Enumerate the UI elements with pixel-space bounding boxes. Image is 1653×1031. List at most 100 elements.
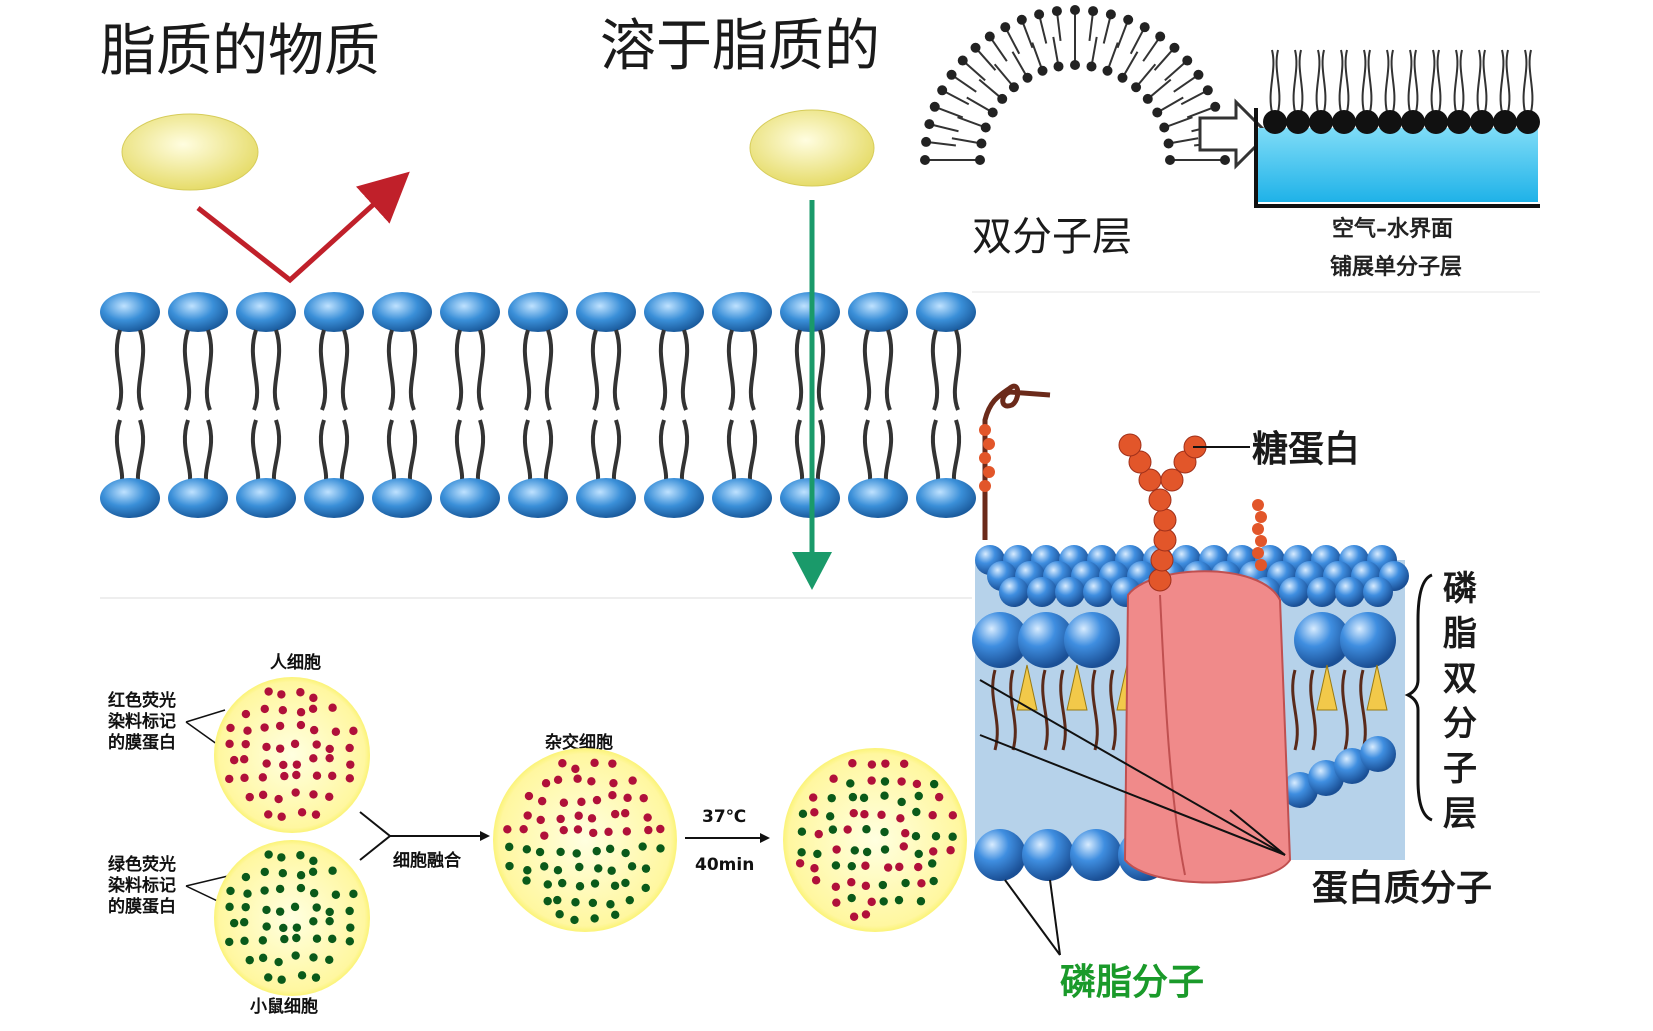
vesicle-head	[1182, 55, 1193, 66]
protein-dot	[914, 849, 923, 859]
protein-dot	[620, 809, 630, 818]
protein-dot	[239, 755, 249, 764]
protein-dot	[553, 895, 562, 905]
label-bilayer: 双分子层	[972, 214, 1132, 260]
vesicle-head	[1051, 6, 1062, 17]
mouse-cell	[214, 840, 370, 996]
carbohydrate-chain-left	[982, 383, 1051, 540]
protein-dot	[226, 886, 235, 896]
phospholipid-head-back	[1363, 577, 1393, 607]
protein-dot	[862, 825, 871, 834]
panel-monolayer: 双分子层 空气–水界面 铺展单分子层	[920, 5, 1540, 293]
protein-dot	[828, 825, 838, 834]
protein-dot	[929, 779, 939, 789]
protein-dot	[308, 867, 318, 876]
vesicle-tail	[1135, 63, 1157, 88]
lipid-head-bottom	[508, 478, 568, 518]
protein-dot	[587, 777, 596, 786]
protein-dot	[311, 973, 321, 982]
vesicle-head	[1000, 22, 1011, 33]
protein-dot	[226, 723, 235, 733]
protein-dot	[814, 829, 823, 839]
protein-dot	[292, 933, 301, 943]
human-cell-dots	[225, 687, 358, 821]
protein-dot	[275, 721, 285, 731]
cholesterol	[1066, 664, 1088, 711]
protein-dot	[523, 811, 532, 820]
human-cell	[214, 677, 370, 833]
protein-dot	[262, 905, 271, 915]
protein-dot	[331, 890, 341, 899]
lipid-tail-top	[862, 329, 872, 411]
monolayer-head	[1355, 110, 1379, 134]
protein-dot	[880, 777, 890, 786]
protein-dot	[345, 906, 354, 916]
protein-dot	[556, 847, 565, 857]
protein-dot	[948, 811, 958, 820]
protein-dot	[346, 923, 355, 932]
lipid-head-top	[440, 292, 500, 332]
red-label-2: 染料标记	[108, 711, 176, 732]
protein-dot	[621, 848, 630, 858]
phospholipid-head-back	[1335, 577, 1365, 607]
pointer-protein-c	[1229, 809, 1286, 856]
protein-dot	[946, 846, 955, 855]
protein-dot	[275, 884, 285, 894]
protein-dot	[588, 898, 598, 908]
lipid-tail-top	[386, 329, 396, 411]
protein-dot	[808, 793, 818, 802]
protein-dot	[277, 975, 286, 984]
label-hybrid-cell: 杂交细胞	[545, 732, 613, 753]
protein-dot	[297, 971, 307, 980]
vesicle-head	[957, 55, 968, 66]
protein-dot	[912, 807, 921, 817]
protein-dot	[880, 791, 889, 800]
label-protein: 蛋白质分子	[1312, 868, 1492, 909]
lipid-head-top	[916, 292, 976, 332]
protein-dot	[260, 723, 269, 732]
protein-dot	[848, 792, 858, 802]
protein-dot	[895, 862, 904, 872]
lipid-tail-top	[658, 329, 668, 411]
lipid-head-bottom	[100, 478, 160, 518]
lipid-tail-top	[590, 329, 600, 411]
monolayer-tail	[1528, 49, 1534, 113]
protein-dot	[262, 922, 271, 931]
protein-dot	[594, 864, 603, 873]
monolayer-tail	[1459, 49, 1465, 113]
label-time: 40min	[695, 855, 754, 875]
vesicle-head	[980, 122, 991, 133]
monolayer-tail	[1430, 49, 1436, 113]
label-fusion: 细胞融合	[393, 850, 462, 871]
sugar-bead-small	[1255, 535, 1267, 547]
protein-dot	[627, 862, 637, 871]
protein-dot	[827, 793, 836, 803]
sugar-bead-small	[1252, 499, 1264, 511]
protein-dot	[608, 759, 617, 768]
protein-dot	[296, 720, 306, 730]
protein-dot	[929, 847, 938, 856]
protein-dot	[607, 866, 616, 875]
lipid-head-top	[848, 292, 908, 332]
protein-dot	[225, 739, 234, 749]
protein-dot	[325, 744, 334, 754]
sugar-bead-small	[1252, 523, 1264, 535]
phospholipid-head-back	[1027, 577, 1057, 607]
protein-dot	[928, 859, 937, 868]
vesicle-head	[1016, 14, 1027, 25]
protein-dot	[260, 886, 269, 895]
protein-dot	[260, 704, 269, 714]
vesicle-tail	[925, 140, 956, 147]
protein-dot	[928, 811, 937, 820]
sugar-bead-small	[983, 466, 995, 478]
monolayer-tail	[1407, 49, 1413, 113]
protein-dot	[280, 771, 289, 781]
protein-dot	[901, 878, 910, 888]
lipid-head-bottom	[848, 478, 908, 518]
phospholipid-head-back	[1083, 577, 1113, 607]
soluble-molecule	[749, 109, 875, 187]
protein-dot	[606, 900, 615, 909]
protein-dot	[291, 951, 300, 960]
vesicle-head	[1139, 22, 1150, 33]
protein-dot	[611, 910, 620, 920]
